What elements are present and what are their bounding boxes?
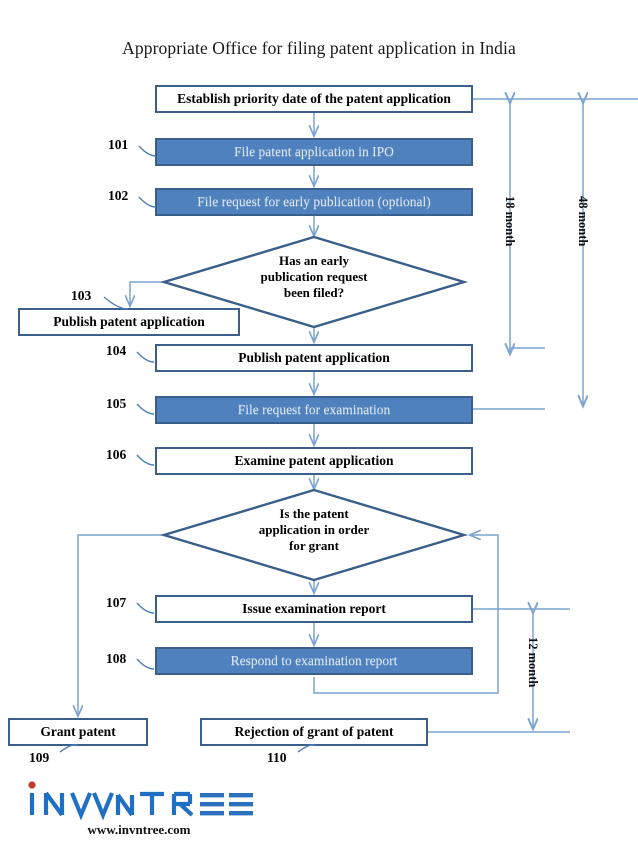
node-label: Rejection of grant of patent [234,724,394,740]
decision-d1-line1: Has an early [278,253,350,268]
node-label: Grant patent [40,724,116,740]
decision-d2-line1: Is the patent [279,506,349,521]
duration-label-12-month: 12 month [526,637,540,688]
node-label: Issue examination report [242,601,386,617]
node-label: File request for early publication (opti… [197,194,431,210]
node-examine-patent-application[interactable]: Examine patent application [155,447,473,475]
decision-shape-d1 [159,235,469,329]
node-label: Publish patent application [53,314,205,330]
node-respond-to-examination-report[interactable]: Respond to examination report [155,647,473,675]
edge-d1-n103 [130,281,164,306]
ref-number-106: 106 [106,447,127,462]
decision-shapes [159,235,469,582]
logo-dot-icon [28,781,36,789]
decision-label-d2: Is the patent application in order for g… [224,506,404,554]
node-publish-patent-application-104[interactable]: Publish patent application [155,344,473,372]
node-file-patent-application[interactable]: File patent application in IPO [155,138,473,166]
duration-label-48-month: 48 month [576,196,590,247]
ref-number-102: 102 [108,188,129,203]
node-label: Respond to examination report [230,653,398,669]
ref-number-103: 103 [71,288,92,303]
ref-number-108: 108 [106,651,127,666]
ref-number-109: 109 [29,750,50,765]
decision-shape-d2 [159,488,469,582]
decision-d2-line2: application in order [258,521,370,537]
decision-d1-line2: publication request [260,268,368,284]
ref-number-107: 107 [106,595,127,610]
node-establish-priority-date[interactable]: Establish priority date of the patent ap… [155,85,473,113]
website-url: www.invntree.com [87,822,191,837]
node-issue-examination-report[interactable]: Issue examination report [155,595,473,623]
page-title: Appropriate Office for filing patent app… [122,38,516,58]
logo-mark [28,781,253,821]
node-file-early-publication-request[interactable]: File request for early publication (opti… [155,188,473,216]
edge-d2-n109 [78,534,164,716]
ref-number-104: 104 [106,343,127,358]
ref-number-101: 101 [108,137,129,152]
node-file-request-for-examination[interactable]: File request for examination [155,396,473,424]
node-rejection-of-grant[interactable]: Rejection of grant of patent [200,718,428,746]
duration-label-18-month: 18 month [503,196,517,247]
logo-ee-bars [200,793,253,816]
node-label: File patent application in IPO [234,144,394,160]
node-label: Examine patent application [234,453,394,469]
node-label: File request for examination [237,402,391,418]
decision-label-d1: Has an early publication request been fi… [224,253,404,301]
node-grant-patent[interactable]: Grant patent [8,718,148,746]
decision-d1-line3: been filed? [283,284,345,300]
decision-d2-line3: for grant [289,537,339,553]
node-label: Publish patent application [238,350,390,366]
edge-n108-d2-loop [313,535,499,694]
ref-number-105: 105 [106,396,127,411]
node-publish-patent-application-103[interactable]: Publish patent application [18,308,240,336]
invntree-logo [24,779,254,821]
ref-number-110: 110 [267,750,287,765]
node-label: Establish priority date of the patent ap… [177,91,451,107]
